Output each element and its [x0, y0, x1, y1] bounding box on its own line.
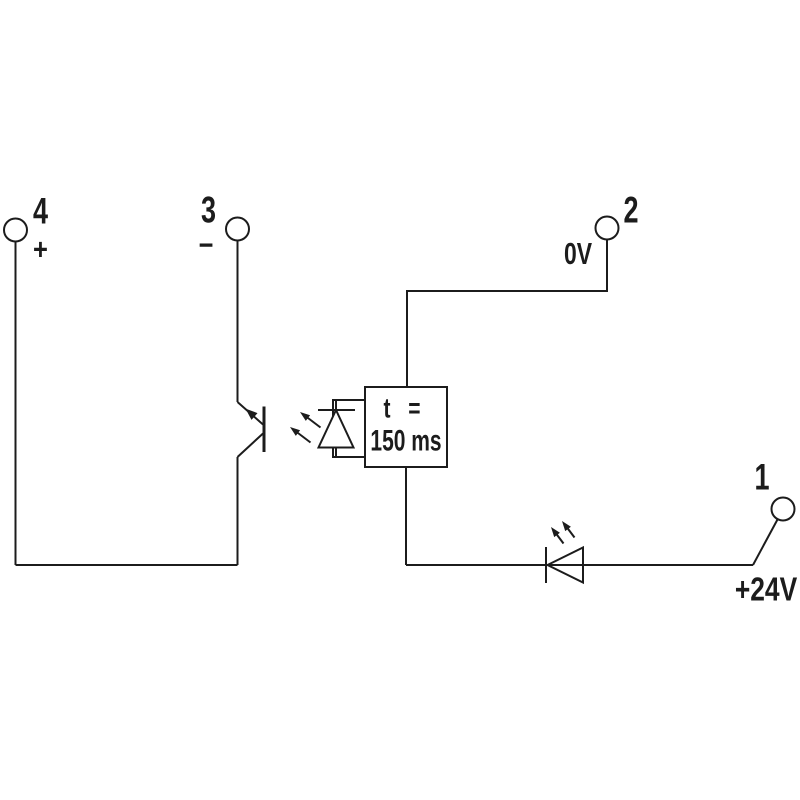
- phototransistor-lower-lead: [236, 432, 264, 458]
- indicator-led-triangle: [545, 545, 584, 585]
- opto-led-icon: [316, 400, 356, 457]
- timer-box: [364, 386, 448, 468]
- indicator-led-ray-arrowhead: [551, 527, 560, 538]
- svg-text:1: 1: [754, 456, 769, 497]
- svg-text:−: −: [199, 228, 214, 261]
- opto-led-triangle: [316, 407, 356, 449]
- svg-text:+24V: +24V: [735, 572, 797, 608]
- indicator-led-ray-shaft: [555, 532, 565, 545]
- wire-terminal1-diagonal: [752, 519, 779, 566]
- light-arrow-shaft: [305, 415, 322, 429]
- terminal-2-number: 2: [623, 189, 638, 230]
- schematic-lines: [3, 215, 796, 585]
- terminal-2-voltage-label: 0V: [564, 235, 592, 270]
- indicator-led-ray-shaft: [566, 526, 576, 539]
- indicator-led-icon: [545, 526, 584, 585]
- light-arrowhead: [300, 412, 311, 421]
- svg-text:+: +: [33, 233, 48, 266]
- svg-text:150 ms: 150 ms: [370, 425, 441, 457]
- indicator-led-ray-arrowhead: [562, 521, 571, 532]
- terminal-2-circle: [594, 215, 620, 241]
- terminal-4-number: 4: [33, 190, 48, 231]
- svg-text:4: 4: [33, 190, 48, 231]
- terminal-1-circle: [770, 496, 796, 522]
- terminal-3-number: 3: [201, 189, 216, 230]
- svg-text:t =: t =: [383, 394, 426, 425]
- svg-text:3: 3: [201, 189, 216, 230]
- timer-box-label-line2: 150 ms: [370, 425, 441, 457]
- light-arrowhead: [290, 427, 301, 436]
- schematic-labels: 4 + 3 − 2 0V 1 +24V: [33, 189, 797, 608]
- terminal-3-polarity-label: −: [199, 228, 214, 261]
- terminal-4-circle: [3, 217, 28, 243]
- terminal-3-circle: [225, 216, 250, 242]
- wire-terminal2-to-box: [406, 239, 608, 387]
- terminal-1-voltage-label: +24V: [735, 572, 797, 608]
- svg-text:0V: 0V: [564, 235, 592, 270]
- arrowheads: [245, 408, 571, 538]
- terminal-1-number: 1: [754, 456, 769, 497]
- terminal-4-polarity-label: +: [33, 233, 48, 266]
- svg-text:2: 2: [623, 189, 638, 230]
- light-arrow-shaft: [295, 430, 312, 444]
- timer-box-label-line1: t =: [383, 394, 426, 425]
- phototransistor-icon: [236, 401, 266, 458]
- phototransistor-emitter-arrowhead: [245, 408, 258, 420]
- light-coupling-arrows-icon: [295, 415, 322, 444]
